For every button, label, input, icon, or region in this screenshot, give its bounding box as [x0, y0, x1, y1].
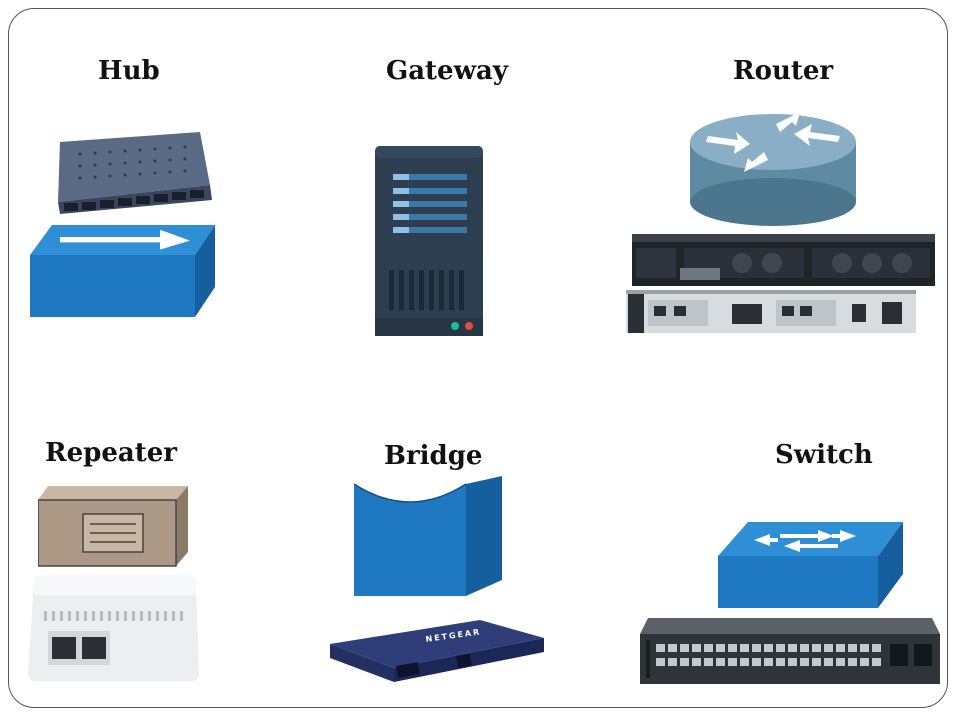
- slide-frame: [8, 8, 948, 708]
- hub-symbol-icon: [30, 225, 215, 320]
- repeater-label: Repeater: [45, 438, 177, 468]
- router-symbol-icon: [688, 112, 858, 227]
- gateway-server-icon: [375, 146, 485, 336]
- bridge-label: Bridge: [384, 441, 483, 471]
- repeater-symbol-icon: [38, 486, 188, 568]
- router-label: Router: [733, 56, 834, 86]
- bridge-symbol-icon: [354, 476, 504, 598]
- gateway-label: Gateway: [386, 56, 508, 86]
- switch-label: Switch: [775, 440, 873, 470]
- switch-symbol-icon: [718, 522, 903, 610]
- router-hardware-front-image: [632, 234, 937, 289]
- router-hardware-rear-image: [626, 290, 918, 335]
- repeater-hardware-image: [24, 575, 204, 683]
- switch-hardware-image: [640, 618, 940, 686]
- hub-hardware-image: [50, 130, 215, 215]
- bridge-hardware-image: NETGEAR: [330, 620, 545, 690]
- hub-label: Hub: [98, 56, 160, 86]
